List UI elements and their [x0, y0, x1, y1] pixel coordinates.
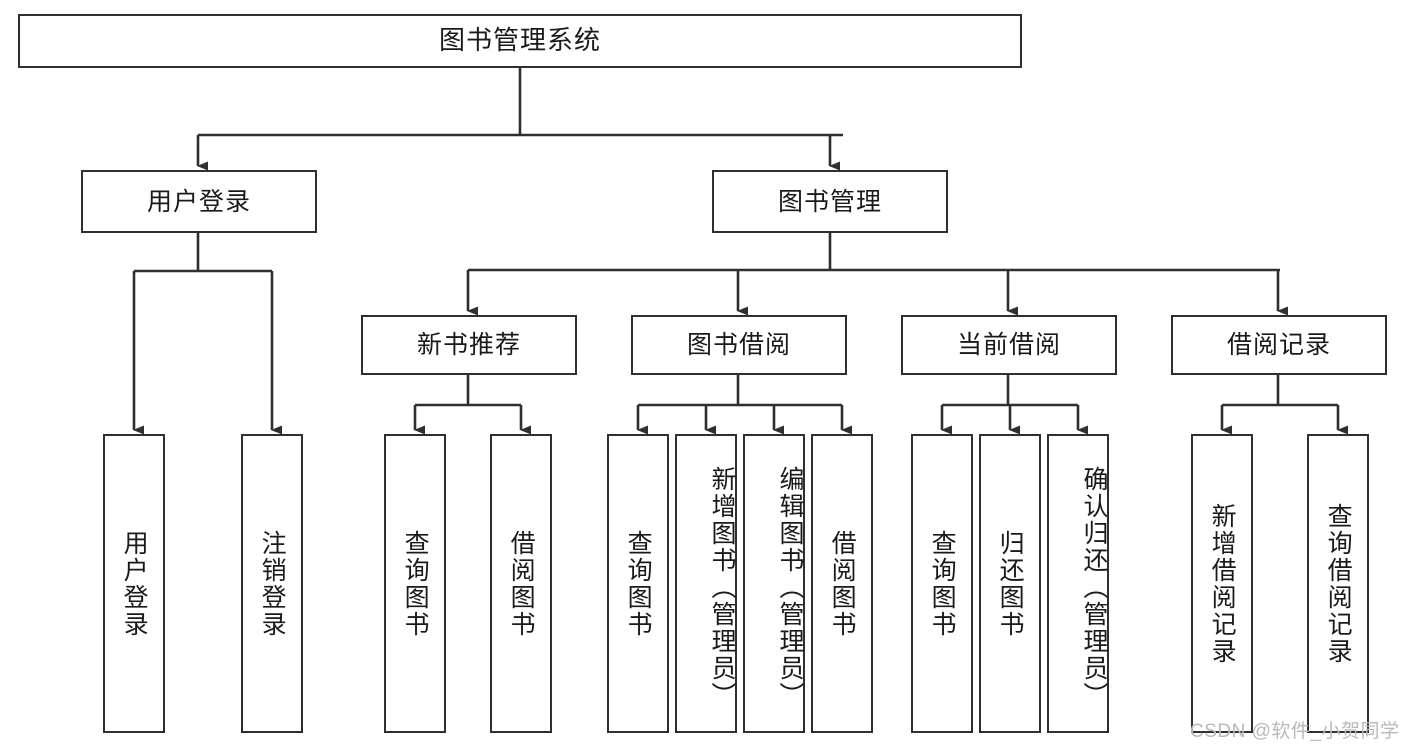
node-borrow-record[interactable]: 借阅记录 [1171, 315, 1387, 375]
leaf-return-book[interactable]: 归还图书 [979, 434, 1041, 733]
csdn-watermark: CSDN @软件_小贺同学 [1190, 721, 1400, 742]
node-book-manage[interactable]: 图书管理 [712, 170, 948, 233]
node-new-book-recommend[interactable]: 新书推荐 [361, 315, 577, 375]
node-user-login[interactable]: 用户登录 [81, 170, 317, 233]
leaf-query-borrow-record[interactable]: 查询借阅记录 [1307, 434, 1369, 733]
leaf-borrow-book-recommend[interactable]: 借阅图书 [490, 434, 552, 733]
node-current-borrow[interactable]: 当前借阅 [901, 315, 1117, 375]
leaf-user-login[interactable]: 用户登录 [103, 434, 165, 733]
node-book-borrow[interactable]: 图书借阅 [631, 315, 847, 375]
leaf-borrow-book[interactable]: 借阅图书 [811, 434, 873, 733]
node-root-system[interactable]: 图书管理系统 [18, 14, 1022, 68]
leaf-edit-book[interactable]: 编辑图书（管理员） [743, 434, 805, 733]
leaf-confirm-return[interactable]: 确认归还（管理员） [1047, 434, 1109, 733]
leaf-add-book[interactable]: 新增图书（管理员） [675, 434, 737, 733]
leaf-query-book-recommend[interactable]: 查询图书 [384, 434, 446, 733]
leaf-query-book-current[interactable]: 查询图书 [911, 434, 973, 733]
leaf-logout-login[interactable]: 注销登录 [241, 434, 303, 733]
leaf-add-borrow-record[interactable]: 新增借阅记录 [1191, 434, 1253, 733]
leaf-query-book-borrow[interactable]: 查询图书 [607, 434, 669, 733]
